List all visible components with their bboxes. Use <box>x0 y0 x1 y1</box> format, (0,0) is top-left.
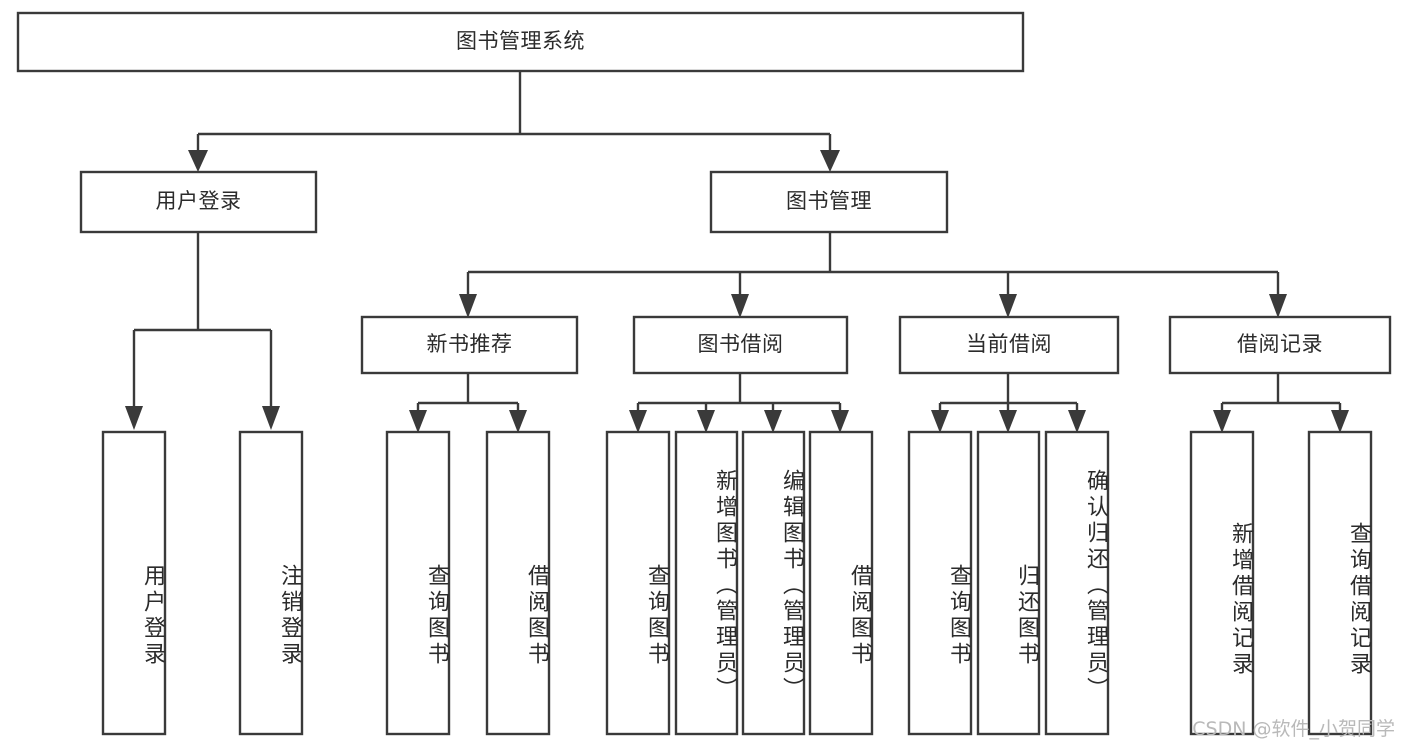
connector-group-new-book-recommend <box>409 373 527 433</box>
arrow-head-leaf-query-book-3 <box>931 410 949 433</box>
node-box-leaf-confirm-return-admin[interactable] <box>1044 430 1110 736</box>
node-box-leaf-return-book[interactable] <box>976 430 1041 736</box>
connector-group-book-management <box>459 232 1287 318</box>
arrow-head-leaf-query-book-2 <box>629 410 647 433</box>
node-box-leaf-query-book-3[interactable] <box>907 430 973 736</box>
arrow-head-leaf-borrow-book-2 <box>831 410 849 433</box>
node-box-leaf-user-login[interactable] <box>101 430 167 736</box>
node-box-book-management[interactable] <box>709 170 949 234</box>
node-box-user-login[interactable] <box>79 170 318 234</box>
arrow-head-leaf-user-login <box>125 406 143 430</box>
node-box-leaf-borrow-book-2[interactable] <box>808 430 874 736</box>
connector-group-root <box>188 71 840 172</box>
node-box-leaf-add-borrow-record[interactable] <box>1189 430 1255 736</box>
connector-group-borrow-record <box>1213 373 1349 433</box>
node-box-leaf-logout-login[interactable] <box>238 430 304 736</box>
arrow-head-book-mgmt <box>820 150 840 172</box>
node-box-root[interactable] <box>16 11 1025 73</box>
arrow-head-leaf-logout-login <box>262 406 280 430</box>
node-box-leaf-query-book-2[interactable] <box>605 430 671 736</box>
arrow-head-leaf-query-book-1 <box>409 410 427 433</box>
arrow-head-current-borrow <box>999 294 1017 318</box>
node-box-current-borrow[interactable] <box>898 315 1120 375</box>
arrow-head-leaf-edit-book-admin <box>764 410 782 433</box>
node-box-new-book-recommend[interactable] <box>360 315 579 375</box>
arrow-head-new-book-recommend <box>459 294 477 318</box>
node-box-leaf-add-book-admin[interactable] <box>674 430 739 736</box>
connector-group-current-borrow <box>931 373 1086 433</box>
arrow-head-borrow-record <box>1269 294 1287 318</box>
node-box-leaf-edit-book-admin[interactable] <box>741 430 806 736</box>
arrow-head-leaf-add-borrow-record <box>1213 410 1231 433</box>
node-box-leaf-borrow-book-1[interactable] <box>485 430 551 736</box>
node-box-leaf-query-borrow-record[interactable] <box>1307 430 1373 736</box>
watermark-text: CSDN @软件_小贺同学 <box>1192 718 1395 740</box>
connector-group-user-login <box>125 232 280 430</box>
node-box-leaf-query-book-1[interactable] <box>385 430 451 736</box>
arrow-head-leaf-borrow-book-1 <box>509 410 527 433</box>
arrow-head-leaf-add-book-admin <box>697 410 715 433</box>
arrow-head-leaf-confirm-return-admin <box>1068 410 1086 433</box>
arrow-head-leaf-query-borrow-record <box>1331 410 1349 433</box>
arrow-head-book-borrow <box>731 294 749 318</box>
arrow-head-user-login <box>188 150 208 172</box>
node-box-book-borrow[interactable] <box>632 315 849 375</box>
node-box-borrow-record[interactable] <box>1168 315 1392 375</box>
connector-group-book-borrow <box>629 373 849 433</box>
arrow-head-leaf-return-book <box>999 410 1017 433</box>
